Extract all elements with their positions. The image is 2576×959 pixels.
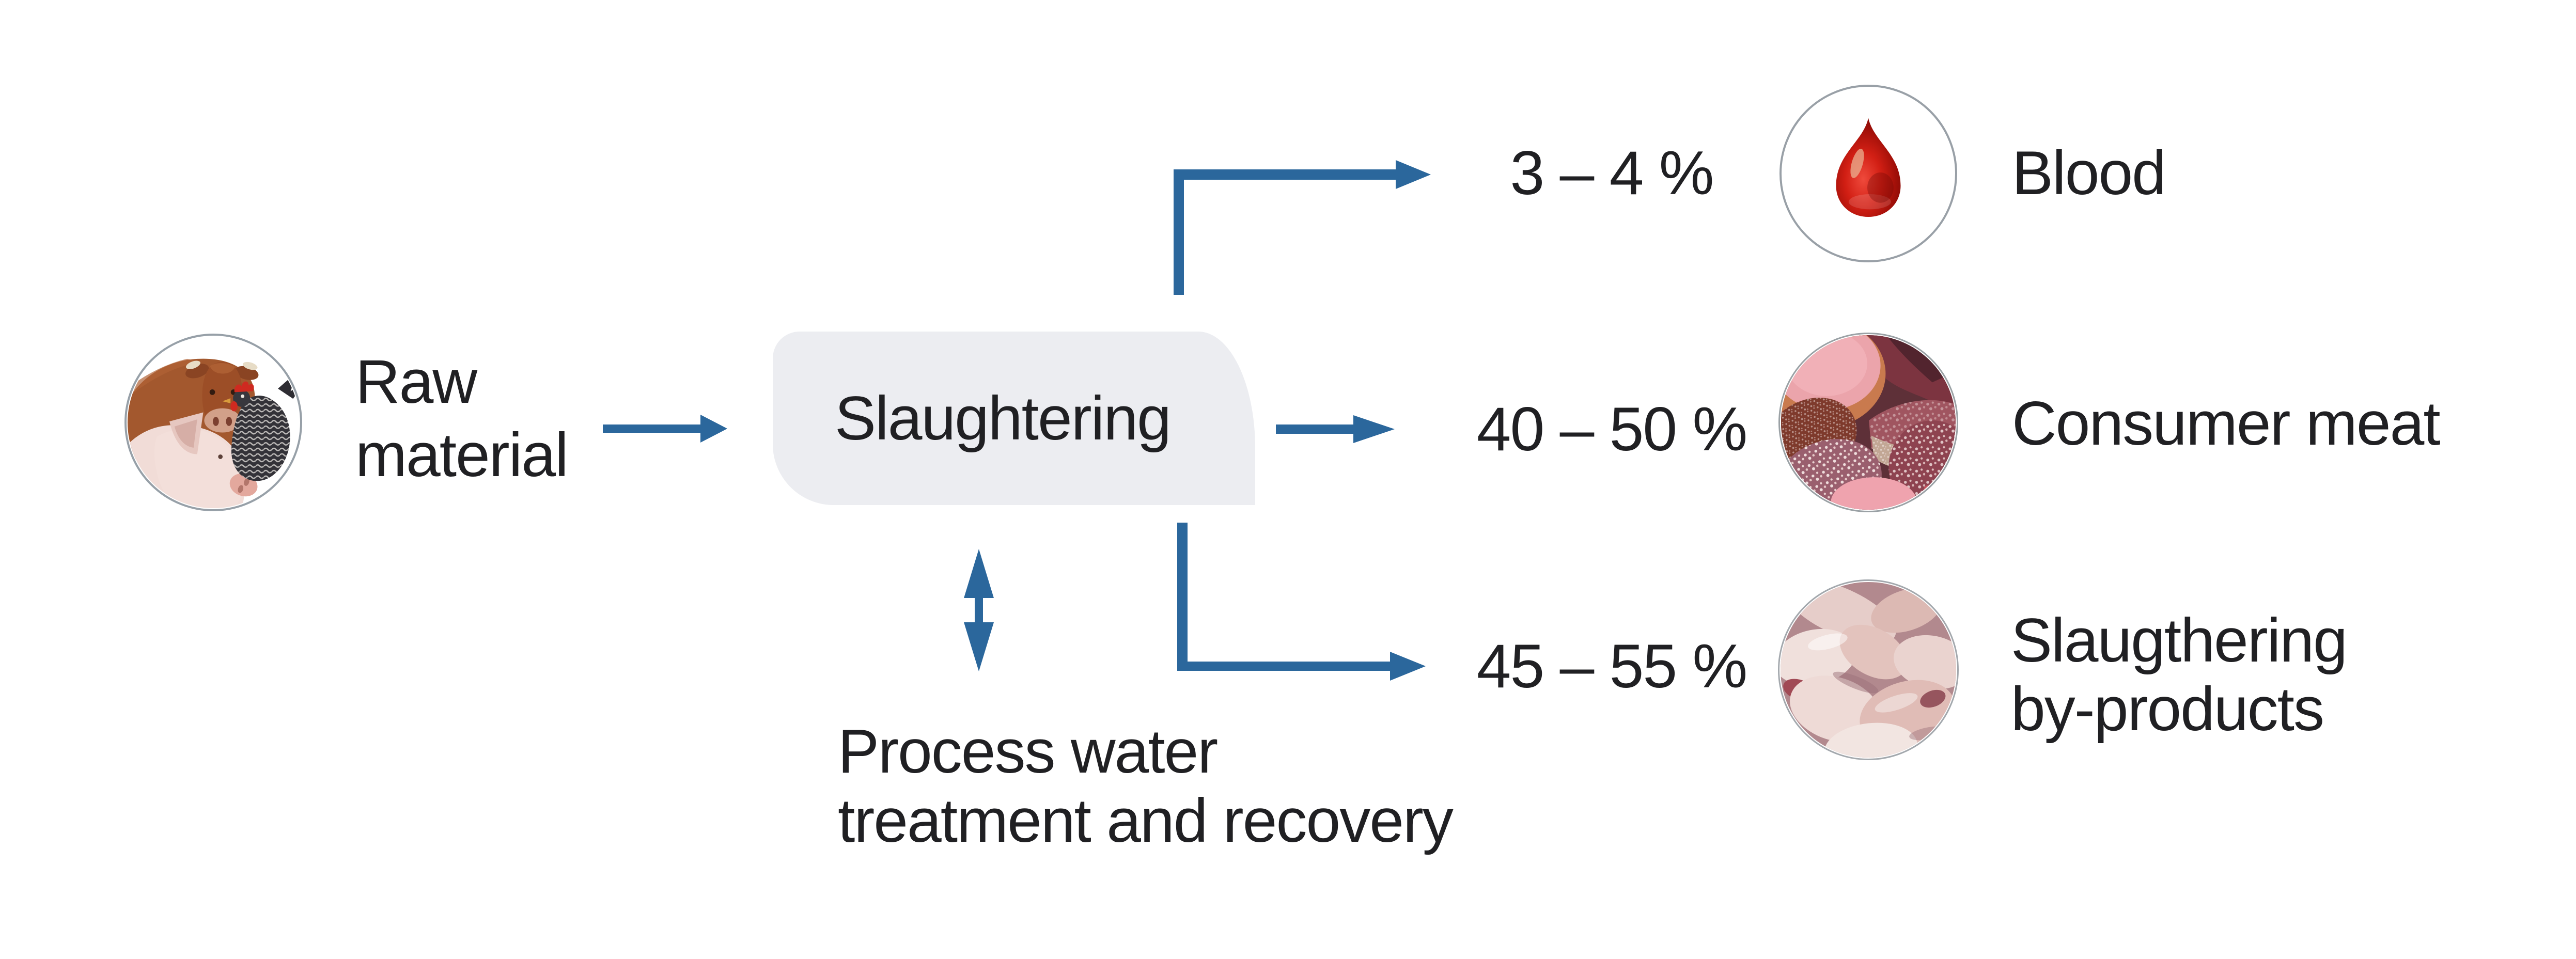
byproducts-label: Slaugthering by-products bbox=[2011, 606, 2348, 744]
slaughtering-box bbox=[773, 332, 1255, 505]
raw-material-photo bbox=[124, 334, 302, 511]
consumer-meat-label: Consumer meat bbox=[2012, 389, 2441, 458]
raw-material-label-line2: material bbox=[355, 420, 569, 490]
process-water-label-line2: treatment and recovery bbox=[838, 786, 1454, 855]
arrow-raw-to-slaughtering bbox=[603, 415, 727, 443]
process-water-label: Process water treatment and recovery bbox=[838, 717, 1454, 855]
arrow-slaughtering-to-byproducts bbox=[1177, 523, 1426, 681]
raw-material-label-line1: Raw bbox=[355, 347, 477, 416]
byproducts-circle bbox=[1778, 579, 1959, 760]
consumer-meat-circle bbox=[1778, 333, 1958, 512]
arrow-slaughtering-to-consumer-meat bbox=[1276, 415, 1395, 443]
blood-circle bbox=[1779, 85, 1957, 262]
byproducts-label-line1: Slaugthering bbox=[2011, 606, 2348, 675]
raw-material-label: Raw material bbox=[355, 345, 569, 492]
byproducts-label-line2: by-products bbox=[2011, 674, 2324, 744]
blood-drop-icon bbox=[1836, 118, 1901, 217]
slaughtering-label: Slaughtering bbox=[835, 384, 1172, 453]
double-arrow-slaughtering-process-water bbox=[964, 549, 994, 671]
consumer-meat-photo bbox=[1781, 335, 1956, 510]
byproducts-percent: 45 – 55 % bbox=[1476, 632, 1747, 701]
slaughtering-byproducts-photo bbox=[1780, 581, 1957, 758]
process-water-label-line1: Process water bbox=[838, 717, 1218, 786]
blood-percent: 3 – 4 % bbox=[1510, 138, 1714, 208]
farm-animals-photo bbox=[127, 336, 300, 509]
arrow-slaughtering-to-blood bbox=[1174, 160, 1431, 295]
consumer-meat-percent: 40 – 50 % bbox=[1476, 395, 1747, 464]
blood-label: Blood bbox=[2012, 138, 2166, 208]
